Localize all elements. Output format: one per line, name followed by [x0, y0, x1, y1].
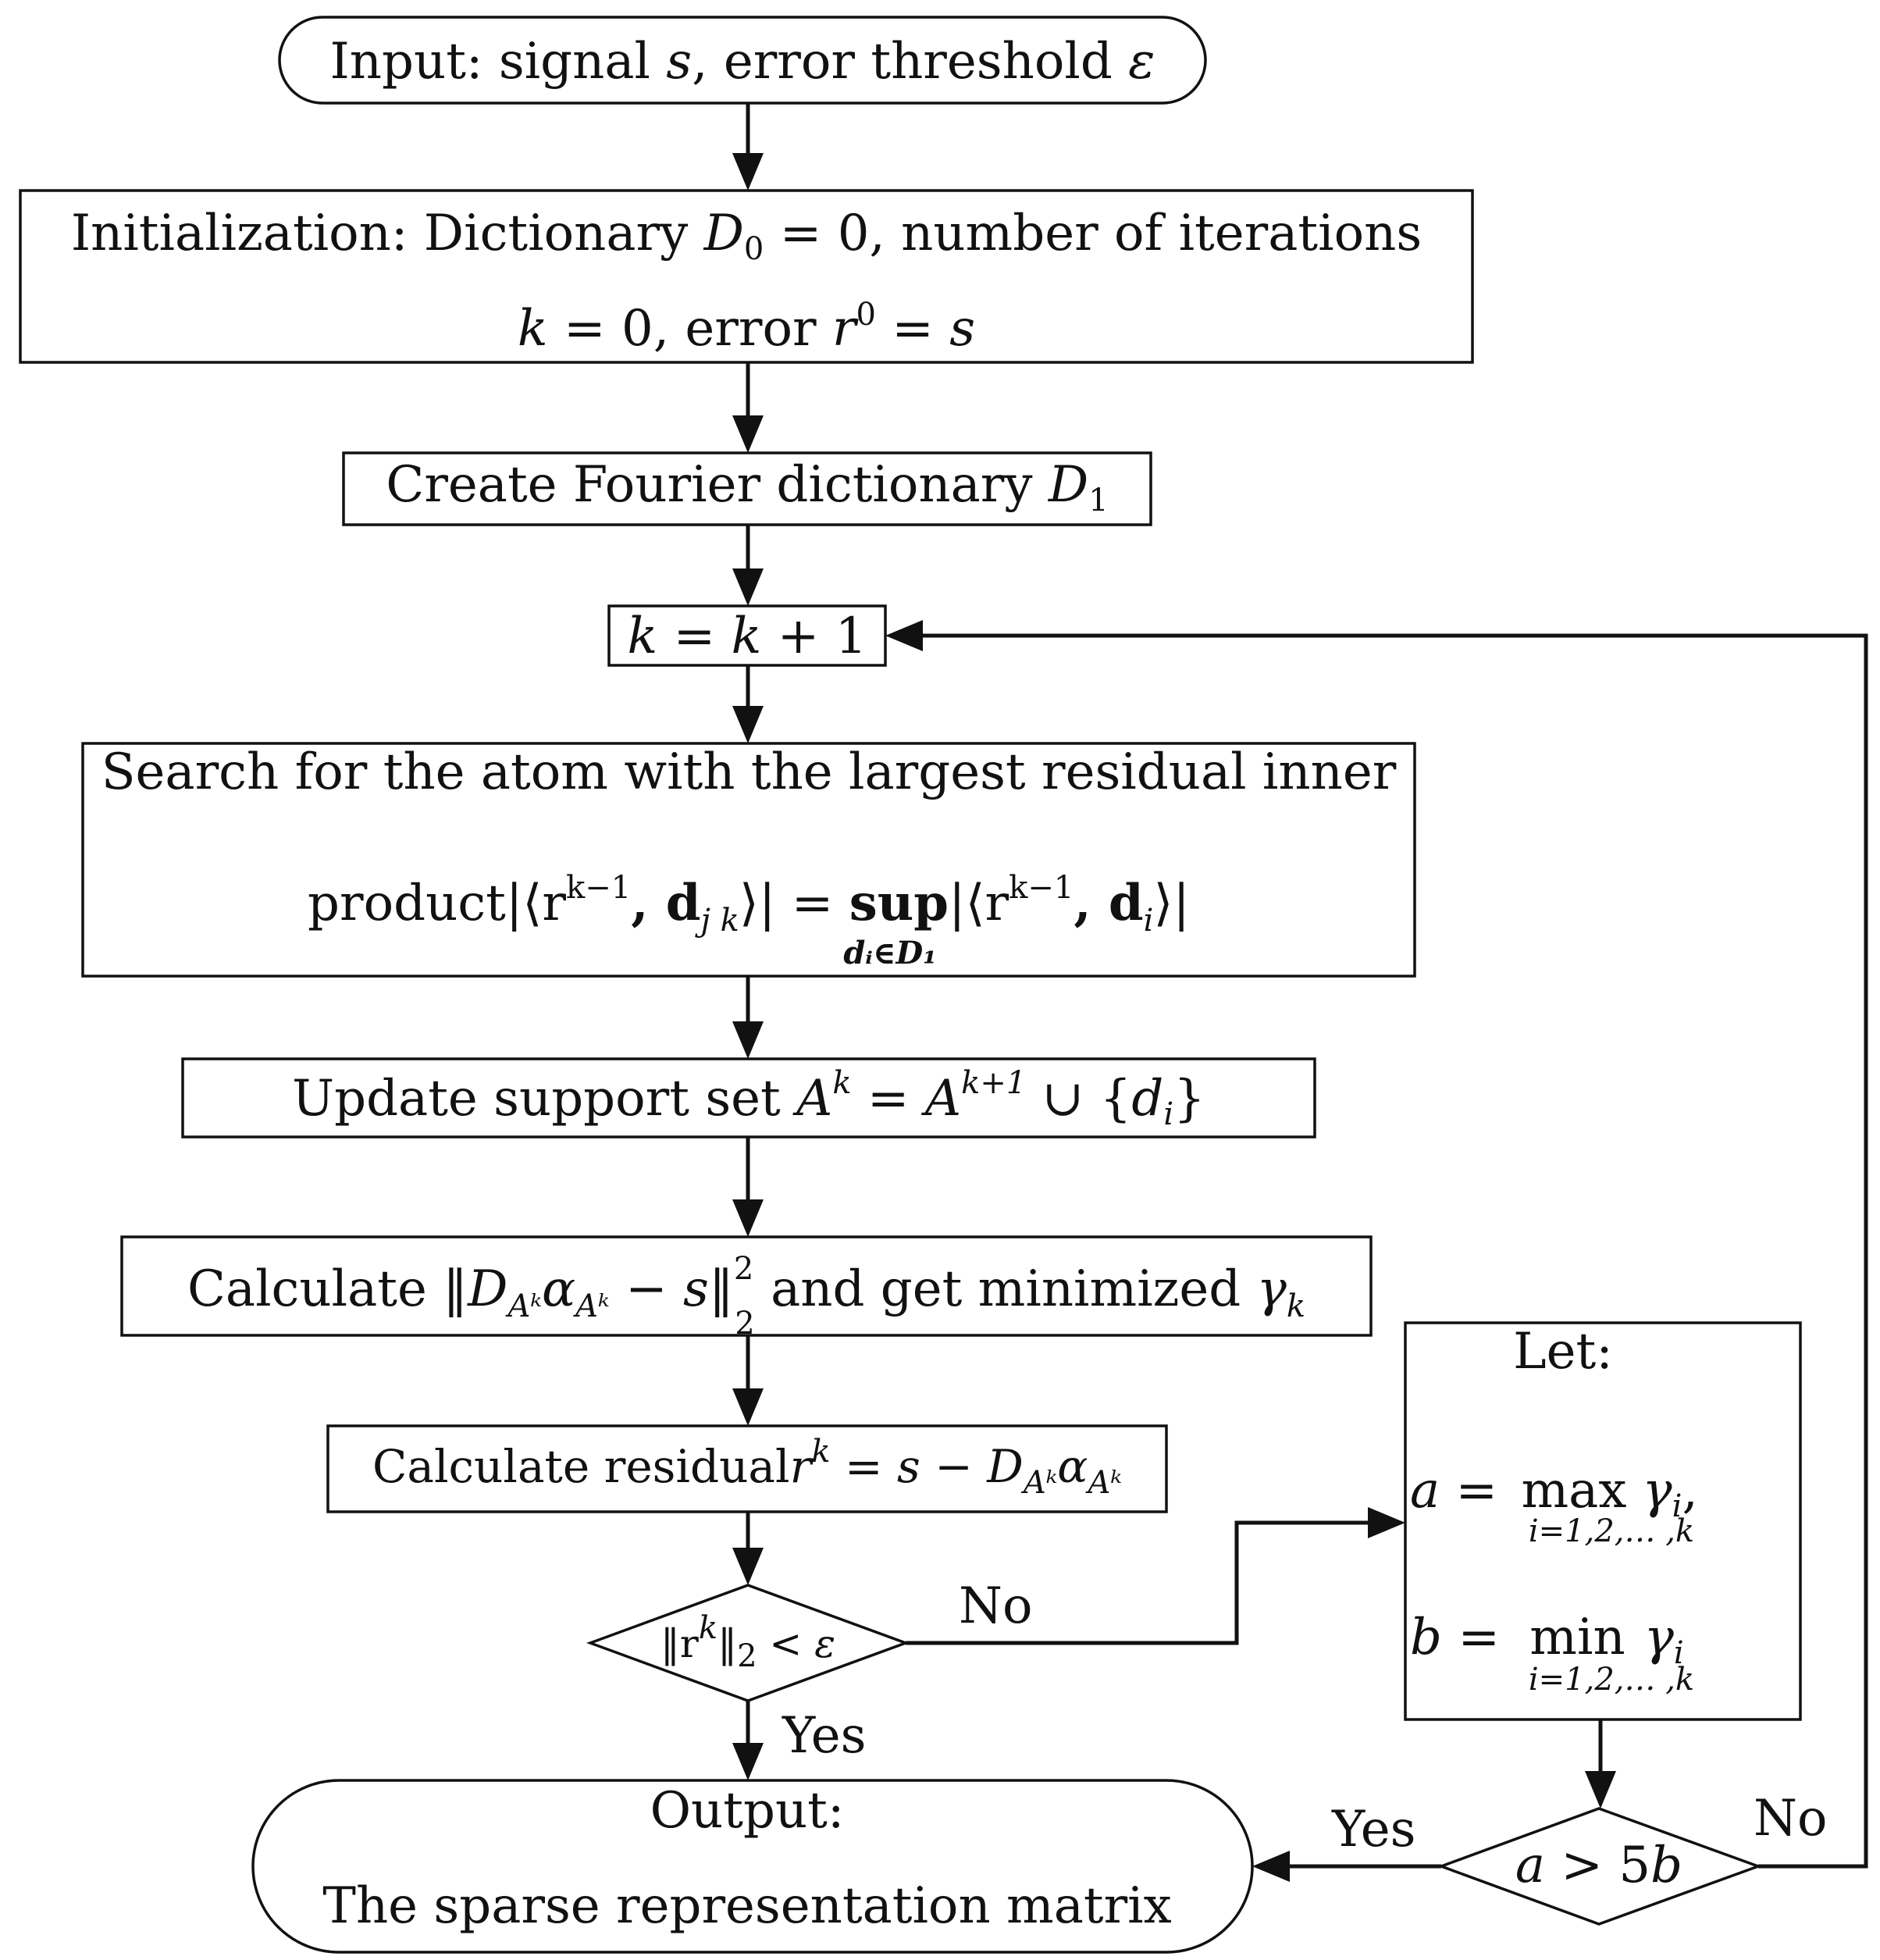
arrowhead: [732, 153, 764, 191]
arrowhead: [732, 415, 764, 453]
search-line1: Search for the atom with the largest res…: [101, 743, 1397, 801]
increment-label: k = k + 1: [628, 608, 867, 665]
arrowhead: [732, 568, 764, 606]
init-node: Initialization: Dictionary D0 = 0, numbe…: [19, 189, 1474, 364]
edge-check-let-no: [906, 1520, 1371, 1645]
arrowhead: [732, 706, 764, 743]
ratio-check-label: a > 5b: [1515, 1837, 1682, 1894]
init-line1: Initialization: Dictionary D0 = 0, numbe…: [71, 205, 1422, 267]
output-node: Output: The sparse representation matrix: [251, 1779, 1254, 1954]
input-node: Input: signal s, error threshold ε: [278, 16, 1207, 105]
output-line2: The sparse representation matrix: [322, 1877, 1171, 1935]
residual-check-diamond: ‖rk‖2 < ε: [586, 1584, 910, 1702]
edge-label-no-1: No: [959, 1577, 1033, 1635]
arrowhead: [1368, 1507, 1405, 1538]
search-node: Search for the atom with the largest res…: [81, 742, 1416, 978]
search-sup-subscript: dᵢ∈D₁: [843, 935, 936, 971]
arrowhead: [732, 1548, 764, 1585]
edge-label-no-2: No: [1754, 1790, 1828, 1848]
residual-check-label: ‖rk‖2 < ε: [660, 1610, 835, 1674]
edge-label-yes-1: Yes: [782, 1707, 866, 1765]
arrowhead: [732, 1199, 764, 1237]
edge-label-yes-2: Yes: [1331, 1801, 1415, 1858]
edge-ratio-increment-no: [920, 633, 1868, 1869]
arrowhead: [732, 1021, 764, 1059]
calc-residual-node: Calculate residualrk = s − DAᵏαAᵏ: [326, 1424, 1168, 1513]
let-max-subscript: i=1,2,… ,k: [1529, 1513, 1694, 1549]
search-line2: product|⟨rk−1, dj k⟩| = sup|⟨rk−1, di⟩|: [308, 870, 1190, 939]
calc-residual-label: Calculate residualrk = s − DAᵏαAᵏ: [372, 1434, 1122, 1501]
init-line2: k = 0, error r0 = s: [518, 297, 975, 358]
arrowhead: [885, 620, 923, 651]
arrowhead: [732, 1388, 764, 1426]
edges: [732, 103, 1868, 1882]
arrowhead: [1252, 1851, 1290, 1882]
input-label: Input: signal s, error threshold ε: [330, 33, 1155, 91]
increment-node: k = k + 1: [607, 604, 887, 667]
fourier-label: Create Fourier dictionary D1: [386, 456, 1108, 519]
ratio-check-diamond: a > 5b: [1437, 1807, 1763, 1926]
update-label: Update support set Ak = Ak+1 ∪ {di}: [292, 1065, 1205, 1132]
let-min-subscript: i=1,2,… ,k: [1529, 1662, 1694, 1698]
let-title: Let:: [1513, 1323, 1613, 1381]
update-node: Update support set Ak = Ak+1 ∪ {di}: [181, 1057, 1316, 1139]
arrowhead: [732, 1743, 764, 1780]
output-line1: Output:: [650, 1782, 845, 1840]
arrowhead: [1585, 1771, 1616, 1809]
fourier-node: Create Fourier dictionary D1: [342, 451, 1152, 526]
